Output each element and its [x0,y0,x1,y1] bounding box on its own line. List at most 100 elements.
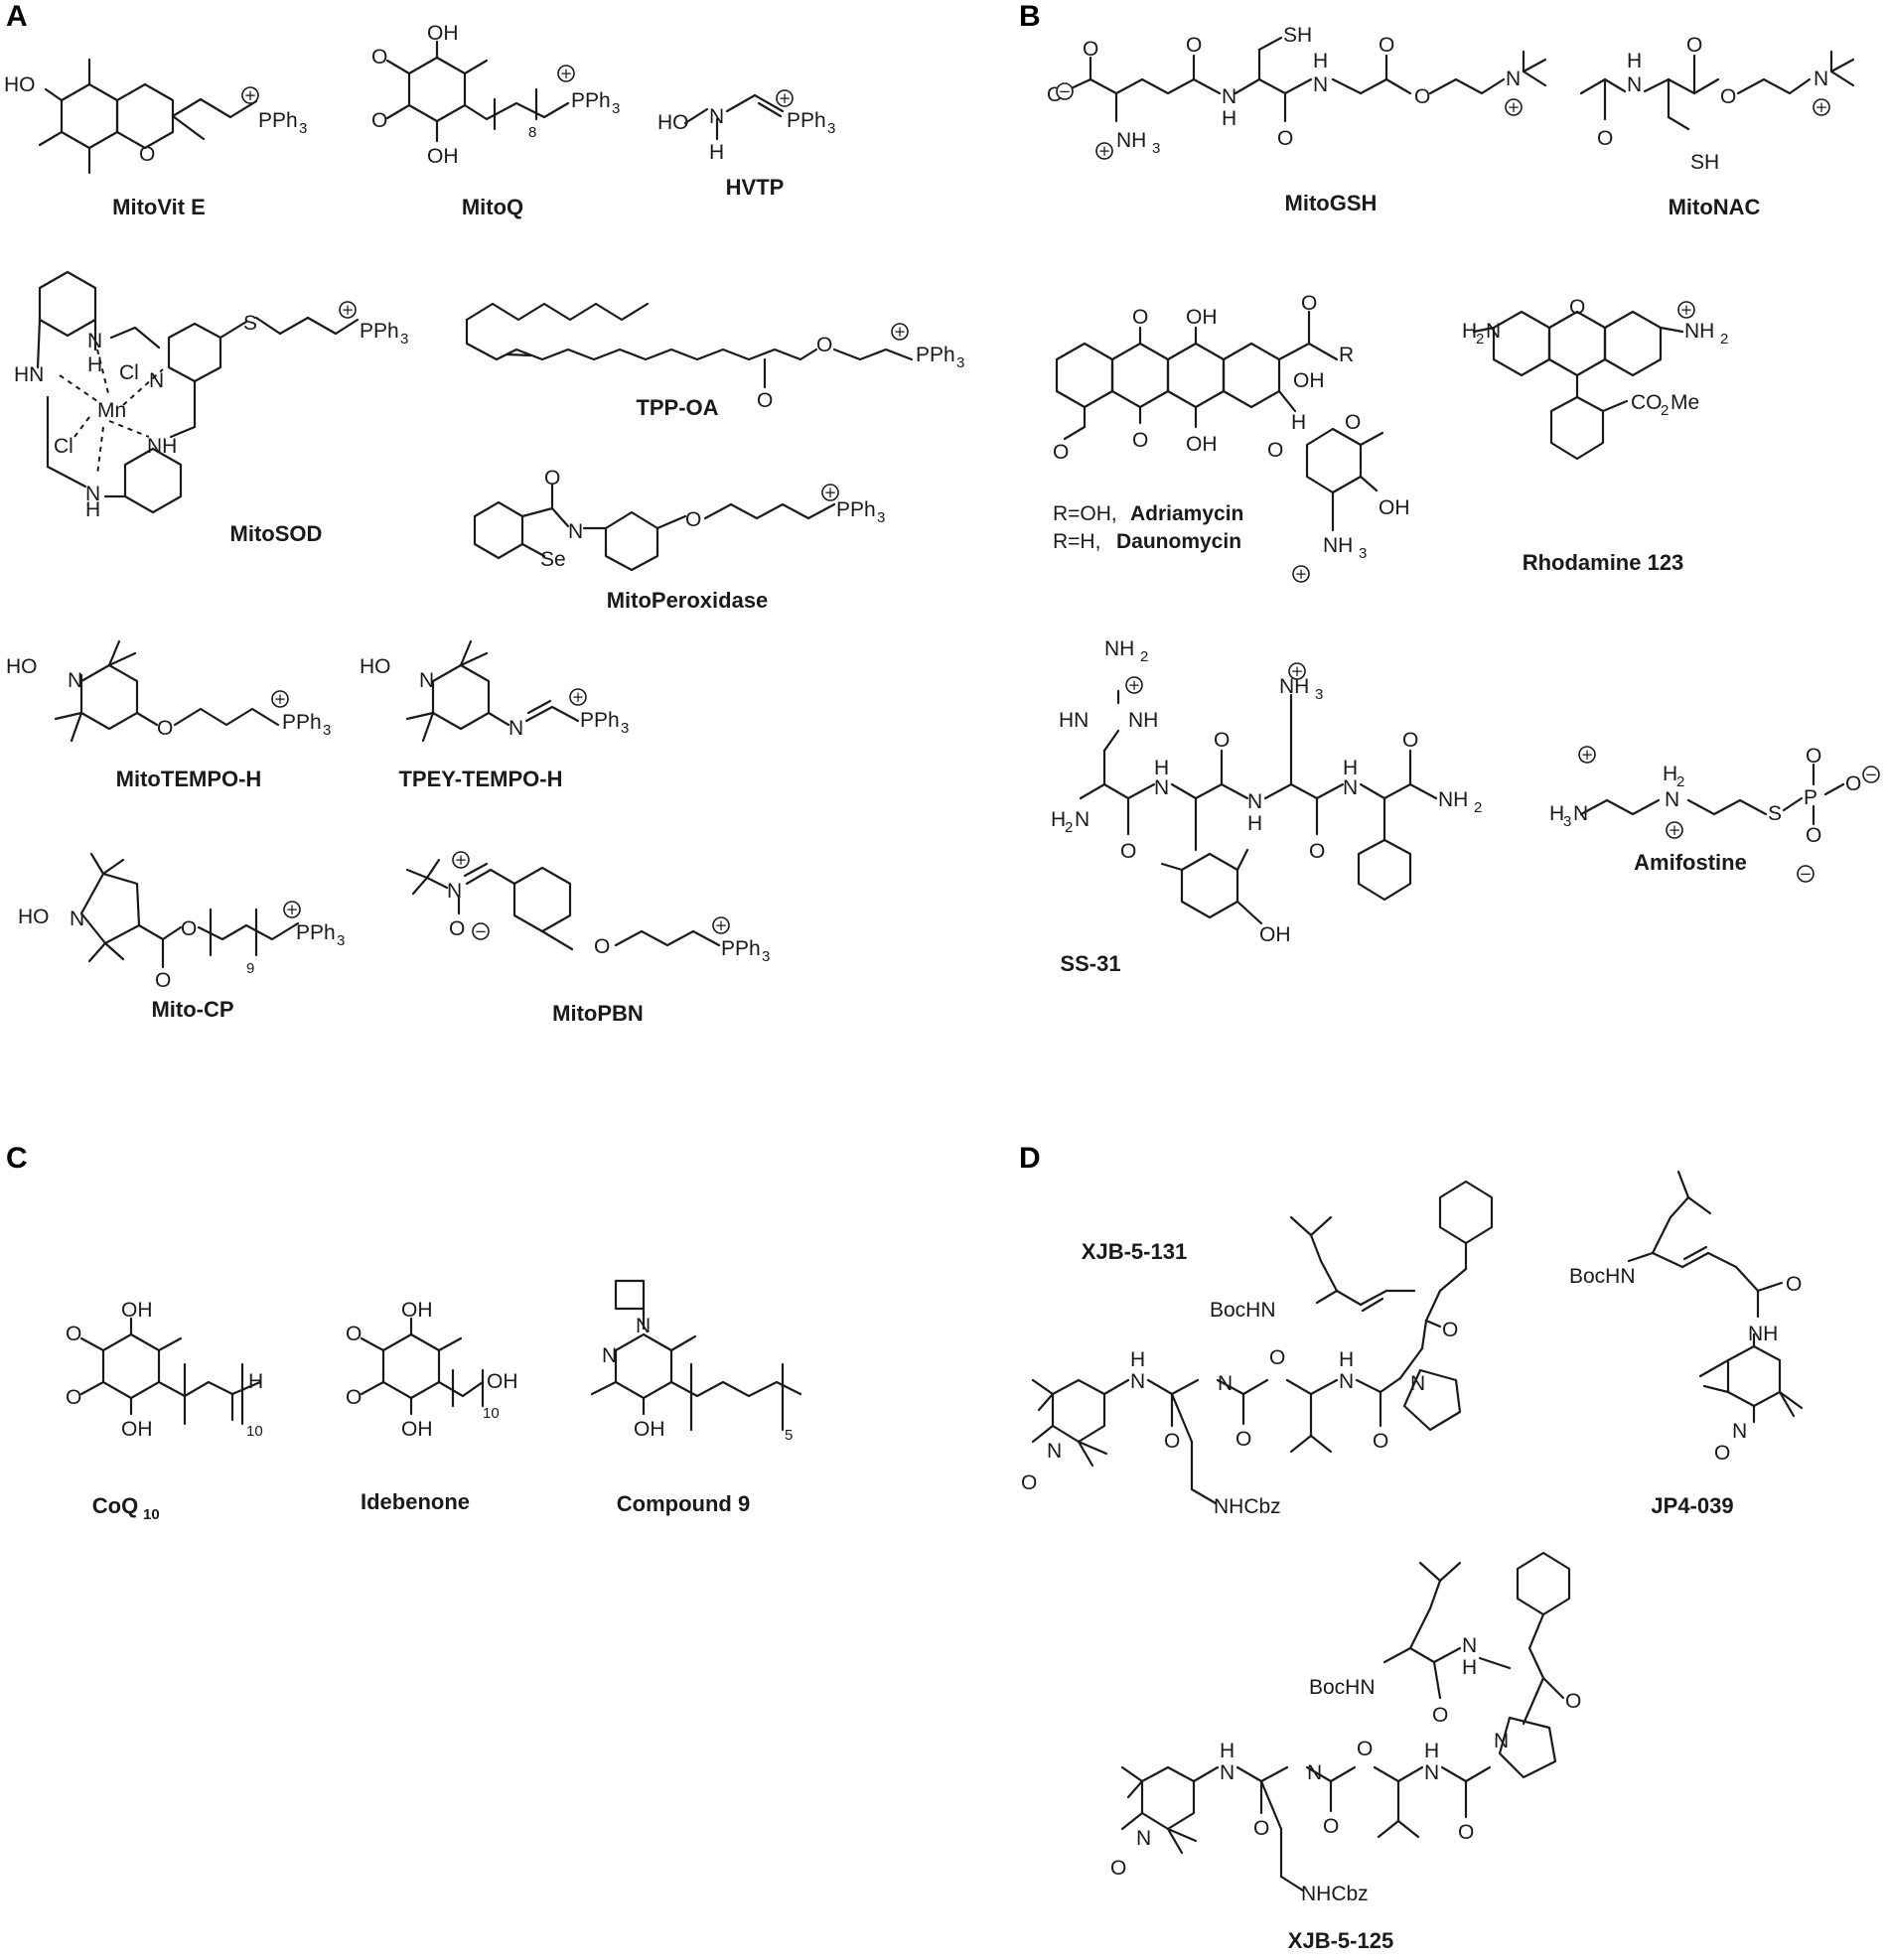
compound-name-mitocp: Mito-CP [151,997,233,1022]
compound-name-amifostine: Amifostine [1634,850,1747,875]
charge-sign: + [715,916,728,934]
atom-subscript: 3 [877,509,885,526]
atom-subscript: 3 [621,720,629,737]
atom-label: O [449,917,465,940]
positive-charge-icon [821,484,839,501]
atom-label: NH [1128,709,1158,732]
atom-label: H [1247,812,1262,835]
atom-subscript: 3 [612,100,620,117]
negative-charge-icon [1862,766,1880,783]
atom-label: Cl [54,435,73,458]
atom-label: O [1323,1815,1339,1838]
atom-label: H [1343,757,1358,779]
atom-subscript: 3 [400,331,408,348]
atom-subscript: 2 [1676,773,1684,790]
atom-label: H [85,498,100,521]
positive-charge-icon [776,89,794,107]
atom-label: PPh [916,344,955,366]
atom-label: O [139,143,155,166]
charge-sign: + [1815,98,1828,116]
atom-label: N [1573,802,1588,825]
atom-label: PPh [580,709,620,732]
atom-label: OH [121,1299,153,1322]
positive-charge-icon [1125,676,1143,694]
atom-label: O [685,508,701,531]
atom-label: OH [1293,369,1325,392]
atom-label: OH [1186,433,1218,456]
atom-label: O [1083,38,1098,61]
atom-subscript: 3 [323,722,331,739]
compound-name-mitonac: MitoNAC [1669,195,1761,219]
atom-label: N [87,330,102,352]
atom-label: O [1379,34,1394,57]
atom-label: O [66,1386,81,1409]
positive-charge-icon [1288,662,1306,680]
atom-label: O [1845,772,1861,795]
atom-label: O [544,467,560,490]
atom-label: H [1130,1348,1145,1371]
atom-label: PPh [282,711,322,734]
atom-label: NH [1748,1323,1778,1345]
atom-label: OH [401,1299,433,1322]
atom-label: S [1768,802,1782,825]
atom-label: H [1424,1740,1439,1762]
positive-charge-icon [1666,821,1683,839]
atom-label: H [1627,50,1642,72]
atom-label: BocHN [1569,1265,1636,1288]
compound-name-mitovite: MitoVit E [112,195,206,219]
atom-label: O [346,1386,362,1409]
atom-label: PPh [571,89,611,112]
atom-label: O [1373,1430,1388,1453]
charge-sign: + [1295,565,1308,583]
atom-subscript: 3 [299,120,307,137]
atom-label: N [508,717,523,740]
atom-label: N [568,520,583,543]
atom-label: PPh [721,937,761,960]
atom-label: PPh [836,498,876,521]
charge-sign: + [1581,746,1594,764]
atom-subscript: 3 [1152,140,1160,157]
atom-label: NH [1279,675,1309,698]
positive-charge-icon [557,65,575,82]
adriamycin-r-label: R=OH, [1053,502,1117,525]
atom-label: O [1214,729,1230,752]
atom-label: BocHN [1210,1299,1276,1322]
atom-subscript: 2 [1476,331,1484,348]
atom-label: Me [1670,391,1699,414]
atom-label: OH [121,1418,153,1441]
compound-name-hvtp: HVTP [726,175,785,200]
atom-label: NHCbz [1214,1495,1281,1518]
compound-name-rhodamine: Rhodamine 123 [1523,550,1684,575]
charge-sign: − [1800,865,1813,883]
atom-label: N [1424,1761,1439,1784]
atom-label: N [1154,776,1169,799]
atom-label: OH [1379,496,1410,519]
positive-charge-icon [452,851,470,869]
atom-label: N [1222,85,1236,108]
atom-label: HO [360,655,391,678]
atom-label: N [1494,1730,1509,1752]
atom-label: H [1291,411,1306,434]
atom-label: N [447,880,462,903]
negative-charge-icon [472,922,490,940]
atom-label: H [1222,107,1236,130]
charge-sign: + [1291,662,1304,680]
atom-label: O [1345,411,1361,434]
atom-label: N [636,1315,651,1337]
positive-charge-icon [569,688,587,706]
structure-compound9 [590,1279,802,1432]
atom-subscript: 2 [1140,648,1148,665]
atom-label: HO [657,111,689,134]
atom-label: HO [6,655,38,678]
atom-subscript: 3 [1359,545,1367,562]
atom-label: N [1486,320,1501,343]
charge-sign: + [1128,676,1141,694]
charge-sign: + [1680,301,1693,319]
atom-label: PPh [258,109,298,132]
atom-label: HN [14,363,44,386]
structure-xjb5125 [1120,1551,1571,1892]
atom-label: O [1110,1857,1126,1880]
atom-label: O [1301,292,1317,315]
atom-label: O [1402,729,1418,752]
